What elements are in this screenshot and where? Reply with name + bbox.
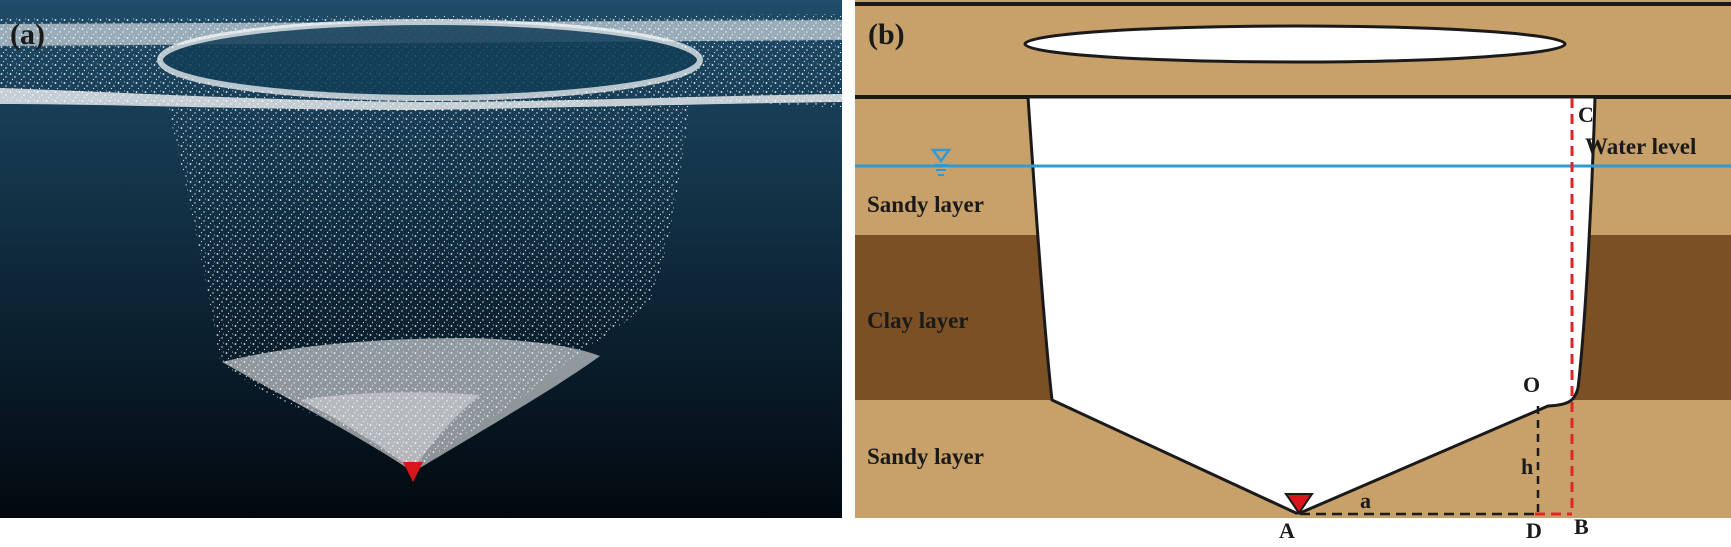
panel-a-label: (a)	[10, 18, 45, 51]
sandy-layer-lower-label: Sandy layer	[867, 444, 984, 469]
point-o-label: O	[1523, 372, 1540, 397]
point-a-label: A	[1279, 518, 1295, 543]
sandy-layer-upper-label: Sandy layer	[867, 192, 984, 217]
point-b-label: B	[1574, 514, 1589, 539]
pit-plan-ellipse	[1023, 24, 1567, 64]
pit-bottom-marker	[403, 462, 423, 482]
point-d-label: D	[1526, 518, 1542, 543]
pit-bottom-dense	[300, 392, 480, 470]
water-level-symbol	[930, 148, 952, 176]
point-a-marker	[1284, 493, 1314, 515]
height-h-label: h	[1521, 454, 1533, 479]
water-level-label: Water level	[1585, 134, 1696, 159]
pit-cross-section	[1026, 95, 1597, 515]
angle-a-label: a	[1360, 488, 1371, 513]
pit-bottom-pointcloud	[222, 338, 600, 472]
pit-opening-ellipse	[160, 22, 700, 98]
pit-opening-rim	[157, 19, 703, 101]
panel-b-label: (b)	[868, 18, 905, 51]
panel-b: Water level Sandy layer Clay layer Sandy…	[855, 0, 1731, 543]
point-c-label: C	[1578, 102, 1594, 127]
clay-layer-label: Clay layer	[867, 308, 969, 333]
panel-a: (a)	[0, 0, 842, 518]
